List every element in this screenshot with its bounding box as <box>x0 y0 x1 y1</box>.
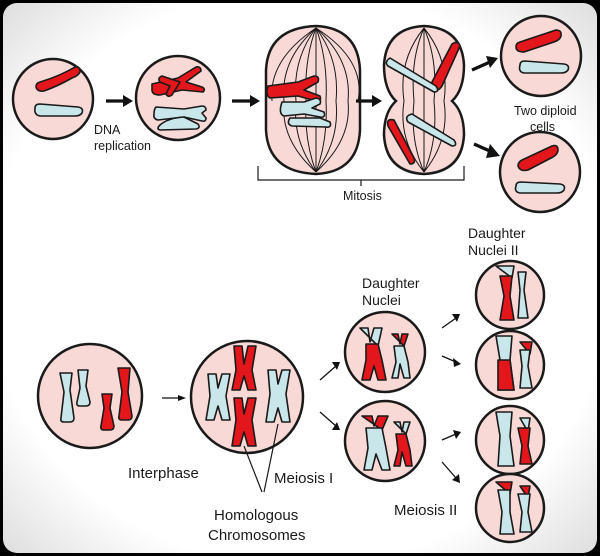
blue-chromatid-body <box>391 345 411 379</box>
blue-chromatid <box>495 411 515 467</box>
arrow-to-anaphase <box>356 95 382 107</box>
spindle-fibers-anaphase <box>402 27 446 173</box>
red-lower-chromatid <box>497 359 515 391</box>
daughter-nucleus-ii-2 <box>474 329 546 401</box>
arrow-meiosis-ii-1 <box>441 314 460 329</box>
daughter-nucleus-ii-3 <box>474 404 546 476</box>
red-chromatid-body <box>361 343 387 381</box>
blue-chromatid-2 <box>517 493 533 533</box>
blue-chromatid-metaphase <box>287 117 332 128</box>
blue-chromatid <box>497 489 515 535</box>
mitosis-label: Mitosis <box>343 189 382 203</box>
red-chromatid-body <box>393 433 413 467</box>
red-chromosome-short <box>100 393 115 431</box>
arrow-to-daughter-bottom <box>473 142 500 158</box>
red-chromatid <box>517 427 533 465</box>
blue-chromosome <box>34 103 84 117</box>
homologous-pointer-lines <box>243 423 279 493</box>
arrow-interphase-to-meiosis <box>162 395 186 401</box>
blue-chromosome-short <box>76 369 91 407</box>
red-homolog-bottom <box>231 397 257 447</box>
mitosis-metaphase-cell <box>264 24 362 176</box>
dna-replication-label-2: replication <box>94 139 151 153</box>
interphase-label: Interphase <box>128 465 199 482</box>
blue-chromatid-top <box>385 57 439 93</box>
daughter-nuclei-ii-label-2: Nuclei II <box>468 242 519 258</box>
arrow-meiosis-ii-3 <box>441 430 461 441</box>
daughter-nucleus-ii-1 <box>474 259 546 331</box>
meiosis-i-label: Meiosis I <box>274 470 333 487</box>
two-diploid-cells-label-1: Two diploid <box>514 104 577 118</box>
blue-chromatid <box>517 271 529 319</box>
two-diploid-cells-label-2: cells <box>530 120 555 134</box>
daughter-nucleus-1 <box>343 310 427 394</box>
blue-chromosome-metaphase <box>279 97 326 118</box>
red-chromatid-bottom <box>386 118 416 165</box>
blue-chromatid-bottom <box>405 113 457 147</box>
blue-cap <box>495 265 515 279</box>
daughter-nuclei-ii-label-1: Daughter <box>468 225 526 241</box>
blue-sister-chromatid <box>157 116 200 131</box>
dna-replication-label-1: DNA <box>94 123 121 137</box>
mitosis-cell-1 <box>11 57 95 141</box>
blue-homolog-left <box>205 373 231 421</box>
blue-replicated-chromosome <box>153 105 207 122</box>
arrow-meiosis-i-down <box>319 411 340 430</box>
mitosis-anaphase-cell <box>382 24 466 176</box>
red-chromatid <box>499 275 515 321</box>
blue-chromosome-long <box>59 372 75 423</box>
arrow-meiosis-ii-4 <box>441 461 460 483</box>
arrow-to-daughter-top <box>471 56 498 72</box>
mitosis-cell-2-replicated <box>134 54 222 142</box>
mitosis-bracket <box>257 166 465 186</box>
red-chromosome-long <box>117 367 133 421</box>
daughter-nuclei-label-2: Nuclei <box>362 292 401 308</box>
blue-chromatid <box>519 349 533 389</box>
red-sister-chromatid <box>158 75 181 98</box>
red-chromosome <box>517 144 559 172</box>
homologous-label-1: Homologous <box>214 507 298 524</box>
diploid-daughter-cell-2 <box>498 130 582 214</box>
red-chromosome <box>515 29 562 53</box>
blue-chromatid-body <box>363 427 391 471</box>
meiosis-interphase-cell <box>36 342 144 450</box>
daughter-nuclei-label-1: Daughter <box>362 275 420 291</box>
spindle-fibers <box>271 27 360 173</box>
blue-chromosome <box>514 181 566 194</box>
homologous-label-2: Chromosomes <box>208 527 306 544</box>
blue-chromosome <box>518 60 570 74</box>
meiosis-ii-label: Meiosis II <box>394 502 457 519</box>
arrow-meiosis-i-up <box>319 362 340 381</box>
arrow-meiosis-ii-2 <box>441 355 461 367</box>
arrow-replication <box>106 95 133 107</box>
arrow-to-metaphase <box>232 95 260 107</box>
daughter-nucleus-2 <box>343 399 427 483</box>
daughter-nucleus-ii-4 <box>474 472 546 544</box>
red-chromosome <box>35 66 81 92</box>
red-homolog-top <box>231 345 257 391</box>
meiosis-i-cell <box>189 339 305 455</box>
blue-homolog-right <box>265 369 291 423</box>
diploid-daughter-cell-1 <box>499 14 583 98</box>
